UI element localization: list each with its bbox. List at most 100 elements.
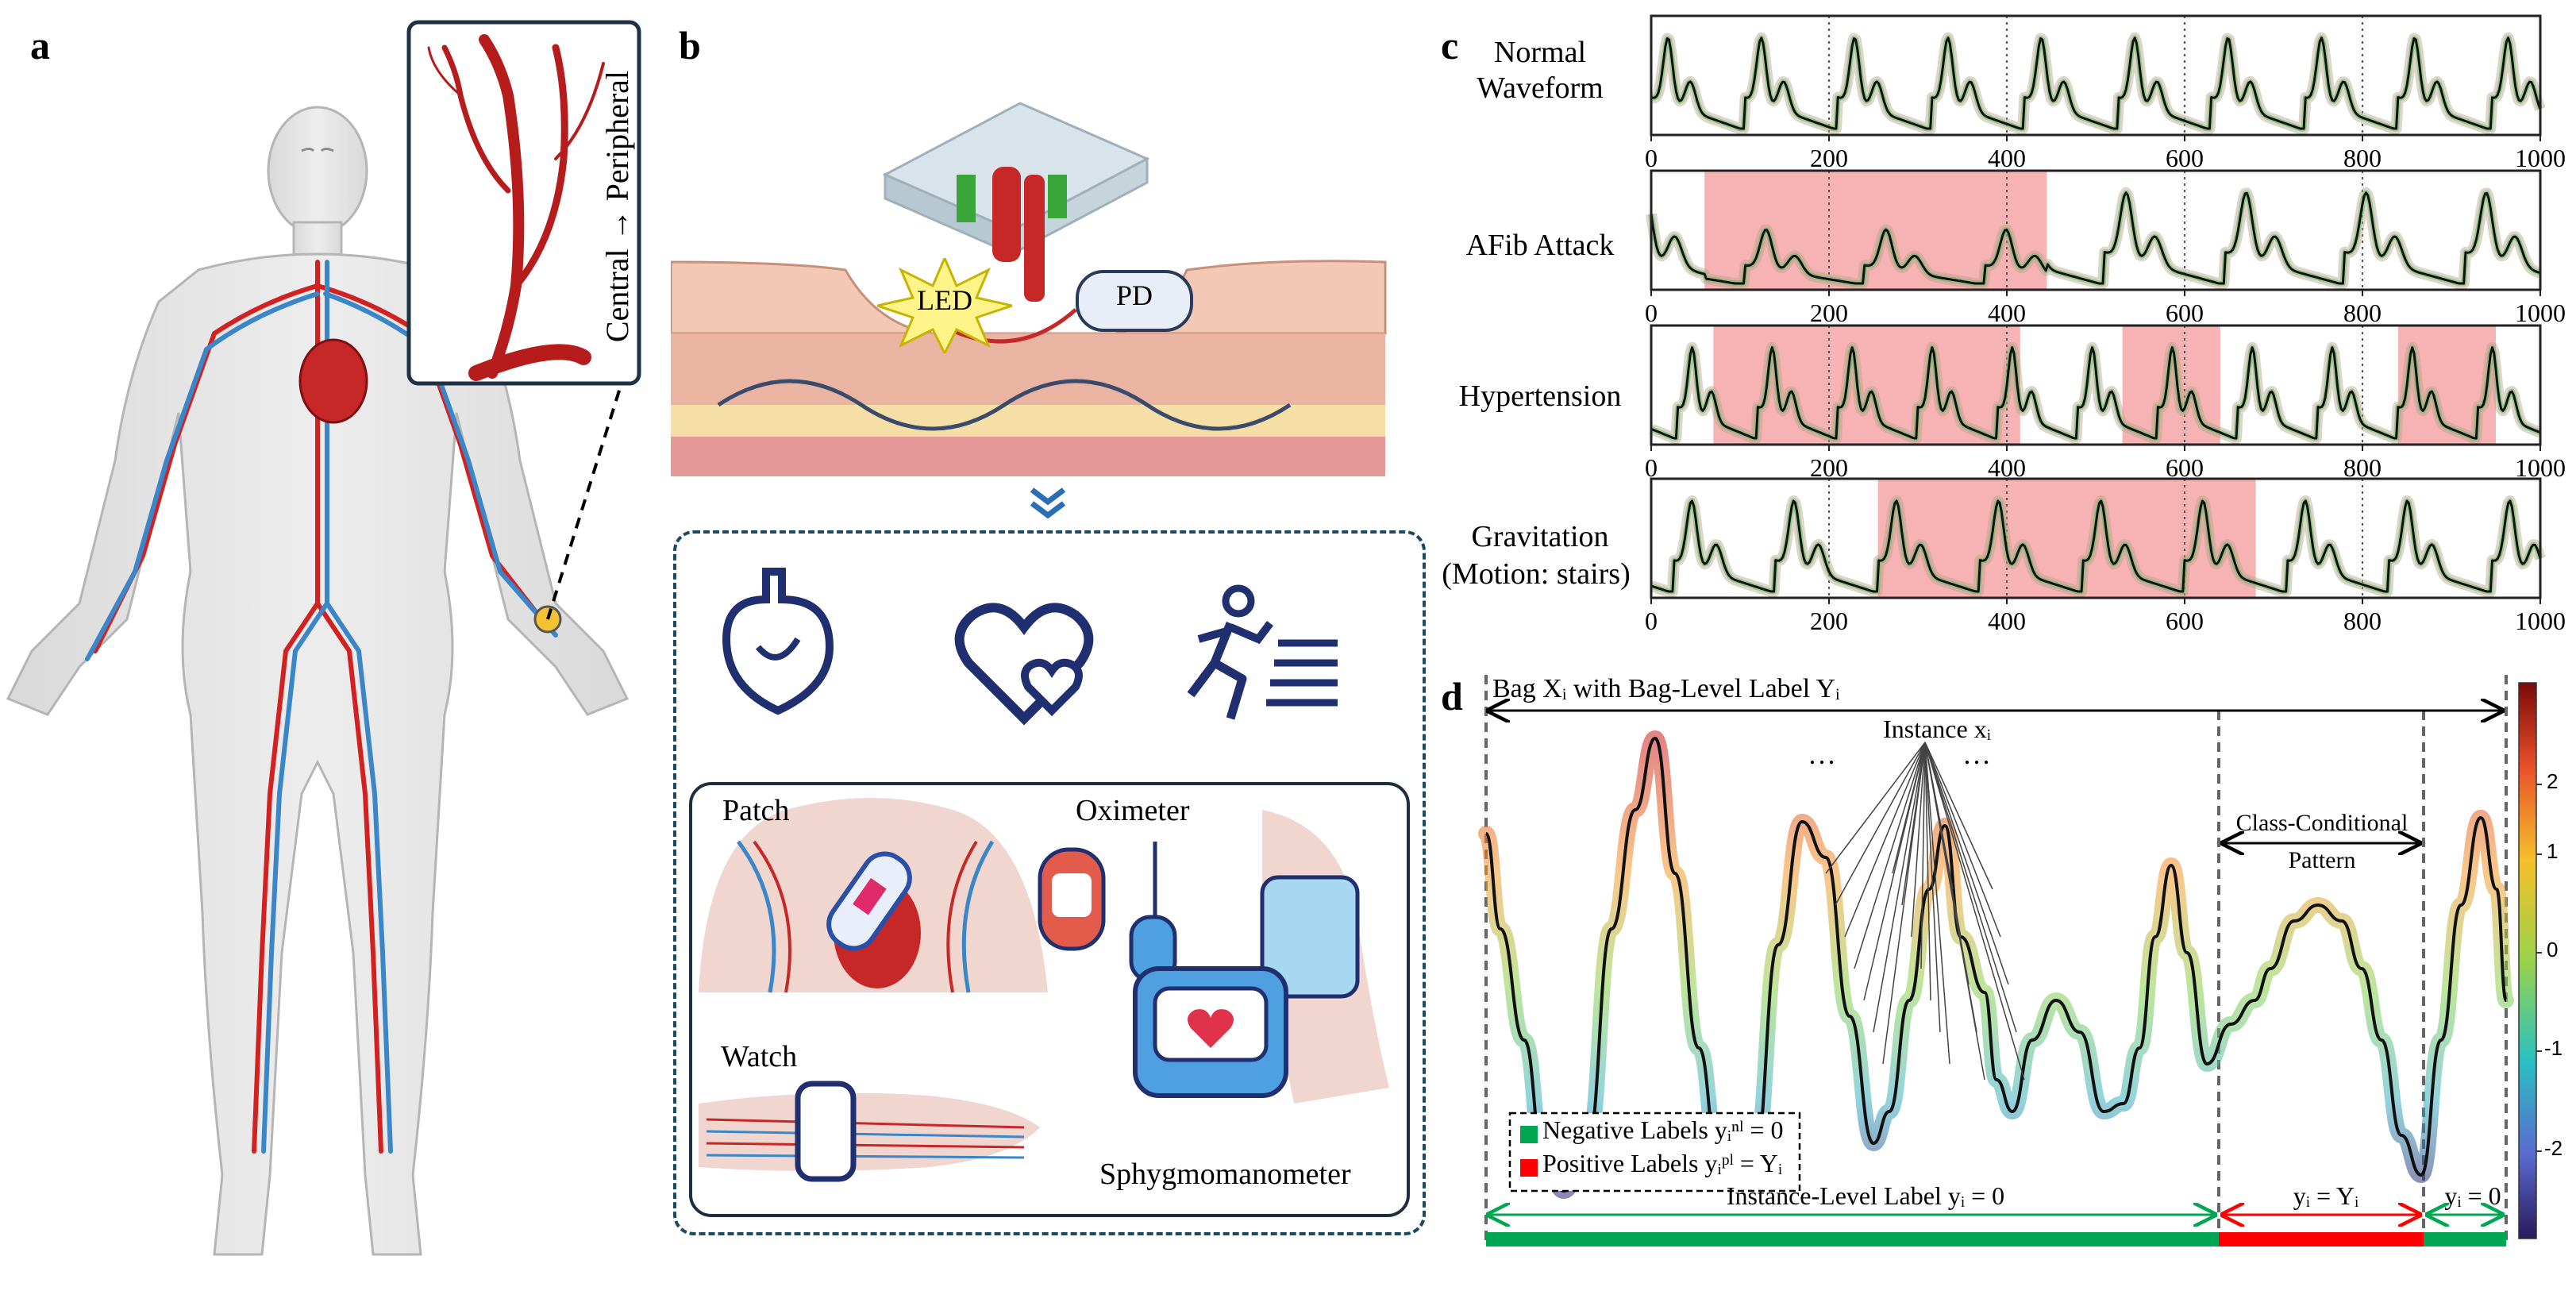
colorbar-tick-neg1: -1 — [2544, 1036, 2563, 1060]
waveform-strip-3: 0 200 400 600 800 1000 — [1645, 324, 2566, 482]
x-tick-label: 600 — [2166, 607, 2204, 635]
watch-label: Watch — [721, 1040, 798, 1073]
instance-pointer-line — [1924, 742, 1950, 1065]
instance-pointer-line — [1924, 742, 2009, 985]
instance-pointer-line — [1901, 742, 1926, 906]
panel-d-mil-diagram — [1478, 675, 2542, 1246]
x-tick-label: 800 — [2343, 299, 2382, 327]
x-tick-label: 1000 — [2515, 144, 2566, 172]
x-tick-label: 600 — [2166, 453, 2204, 482]
x-tick-label: 200 — [1810, 607, 1848, 635]
strip-frame — [1650, 324, 2542, 446]
central-peripheral-label: Central → Peripheral — [599, 70, 635, 343]
label-legend-box — [1508, 1112, 1801, 1192]
heart-icon — [298, 338, 368, 424]
row-label-hypertension: Hypertension — [1458, 380, 1622, 413]
panel-c-waveforms: 0 200 400 600 800 1000 0 200 400 600 800 1000 0 200 40… — [1645, 14, 2566, 635]
anomaly-region-2-1 — [1704, 171, 2047, 290]
heart-organ-icon — [722, 568, 834, 715]
panel-letter-b: b — [679, 23, 701, 67]
oximeter-label: Oximeter — [1076, 794, 1190, 827]
strip-frame — [1650, 477, 2542, 599]
x-tick-label: 800 — [2343, 607, 2382, 635]
instance-pointer-line — [1924, 742, 2025, 1081]
ppg-sensor-illustration — [671, 102, 1387, 476]
x-tick-label: 200 — [1810, 453, 1848, 482]
instance-pointer-line — [1924, 742, 2017, 1033]
panel-letter-a: a — [30, 23, 50, 67]
x-tick-label: 0 — [1645, 299, 1658, 327]
strip-frame — [1650, 169, 2542, 291]
body-illustration — [6, 20, 641, 1256]
panel-letter-c: c — [1441, 23, 1459, 67]
x-tick-label: 400 — [1988, 144, 2026, 172]
row-label-normal-1: Normal — [1493, 36, 1587, 69]
instance-pointer-line — [1844, 742, 1926, 938]
pd-label: PD — [1115, 279, 1153, 311]
row-label-normal-2: Waveform — [1477, 71, 1604, 105]
yi-equals-Yi: yᵢ = Yᵢ — [2293, 1181, 2359, 1210]
devices-illustration — [699, 798, 1389, 1182]
ellipsis-right: … — [1962, 738, 1991, 770]
legend-neg-label: Negative Labels yᵢⁿˡ = 0 — [1542, 1115, 1784, 1144]
legend-pos-label: Positive Labels yᵢᵖˡ = Yᵢ — [1542, 1149, 1783, 1177]
row-label-afib: AFib Attack — [1465, 229, 1615, 262]
neg-label-bar-tail — [2424, 1232, 2506, 1246]
colorbar-tick-1: 1 — [2547, 839, 2559, 863]
x-tick-label: 600 — [2166, 299, 2204, 327]
strip-frame — [1650, 14, 2542, 137]
x-tick-label: 400 — [1988, 453, 2026, 482]
applications-box — [673, 530, 1426, 1235]
colorbar — [2518, 682, 2537, 1239]
sphygmomanometer-label: Sphygmomanometer — [1099, 1158, 1351, 1191]
pos-label-bar — [2219, 1232, 2424, 1246]
x-tick-label: 800 — [2343, 453, 2382, 482]
instance-pointer-line — [1825, 742, 1926, 874]
neg-label-bar — [1486, 1232, 2219, 1246]
led-icon — [877, 258, 1012, 353]
legend-neg-swatch — [1520, 1126, 1538, 1143]
instance-pointer-lines — [1825, 742, 2025, 1081]
waveform-line — [1650, 346, 2541, 440]
x-tick-label: 0 — [1645, 144, 1658, 172]
instance-pointer-line — [1924, 742, 1993, 890]
instance-pointer-line — [1835, 742, 1926, 906]
colorbar-tick-2: 2 — [2547, 769, 2559, 793]
patch-label: Patch — [722, 794, 790, 827]
instance-pointer-line — [1911, 742, 1926, 938]
instance-level-label: Instance-Level Label yᵢ = 0 — [1726, 1181, 2005, 1210]
colorbar-tick-neg2: -2 — [2544, 1136, 2563, 1160]
instance-label: Instance xᵢ — [1883, 715, 1991, 743]
waveform-line — [1650, 37, 2542, 130]
instance-pointer-line — [1924, 742, 1985, 1081]
bag-waveform — [1484, 737, 2508, 1192]
pd-detector — [1076, 270, 1193, 332]
x-tick-label: 600 — [2166, 144, 2204, 172]
x-tick-label: 1000 — [2515, 299, 2566, 327]
x-tick-label: 400 — [1988, 299, 2026, 327]
x-tick-label: 200 — [1810, 144, 1848, 172]
instance-pointer-line — [1924, 742, 1941, 1033]
chevron-down-icon — [1030, 487, 1066, 519]
x-tick-label: 1000 — [2515, 607, 2566, 635]
instance-pointer-line — [1924, 742, 1931, 1001]
colorbar-tick-0: 0 — [2547, 938, 2559, 961]
waveform-line — [1650, 499, 2542, 593]
x-tick-label: 400 — [1988, 607, 2026, 635]
waveform-strip-1: 0 200 400 600 800 1000 — [1645, 14, 2566, 172]
row-label-gravitation-2: (Motion: stairs) — [1442, 557, 1631, 591]
ccp-label-2: Pattern — [2288, 847, 2356, 873]
x-tick-label: 800 — [2343, 144, 2382, 172]
instance-pointer-line — [1924, 742, 2001, 938]
watch-icon — [795, 1081, 857, 1182]
x-tick-label: 0 — [1645, 453, 1658, 482]
instance-pointer-line — [1854, 742, 1926, 969]
instance-pointer-line — [1920, 742, 1926, 969]
led-label: LED — [917, 284, 972, 316]
panel-letter-d: d — [1441, 674, 1463, 719]
ellipsis-left: … — [1808, 738, 1836, 770]
x-tick-label: 1000 — [2515, 453, 2566, 482]
ccp-label-1: Class-Conditional — [2235, 810, 2409, 836]
